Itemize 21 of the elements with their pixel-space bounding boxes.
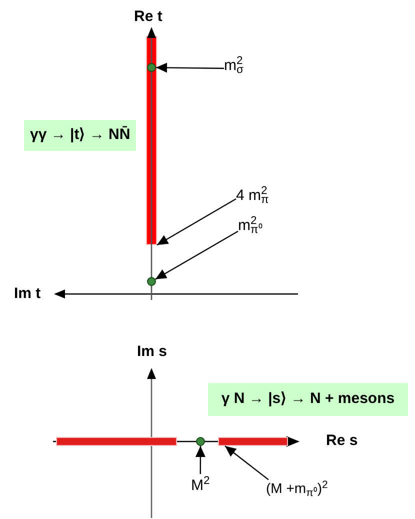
axis-label: Im s — [137, 343, 168, 361]
mass-label: M$^{2}$ — [191, 474, 210, 498]
axis-label: Re t — [134, 8, 162, 26]
leader-arrow — [224, 446, 269, 480]
leader-arrow — [155, 230, 238, 280]
axis-label: Re s — [326, 432, 358, 450]
process-text: γγ → |t⟩ → NN̄ — [30, 125, 130, 146]
leader-arrow — [156, 62, 224, 73]
pole-marker — [147, 63, 156, 72]
process-box — [208, 383, 408, 416]
process-box — [24, 120, 136, 151]
branch-cut-bar — [56, 437, 177, 446]
leader-arrow — [195, 446, 206, 474]
axis-label: Im t — [14, 285, 41, 303]
leader-arrow — [156, 198, 236, 246]
branch-cut-bar — [218, 437, 288, 446]
pole-marker — [196, 437, 205, 446]
process-text: γ N → |s⟩ → N + mesons — [221, 389, 395, 410]
pole-marker — [147, 277, 156, 286]
branch-cut-bar — [146, 36, 157, 245]
threshold-label: (M +m$_{π⁰}$)$^{2}$ — [266, 477, 328, 500]
